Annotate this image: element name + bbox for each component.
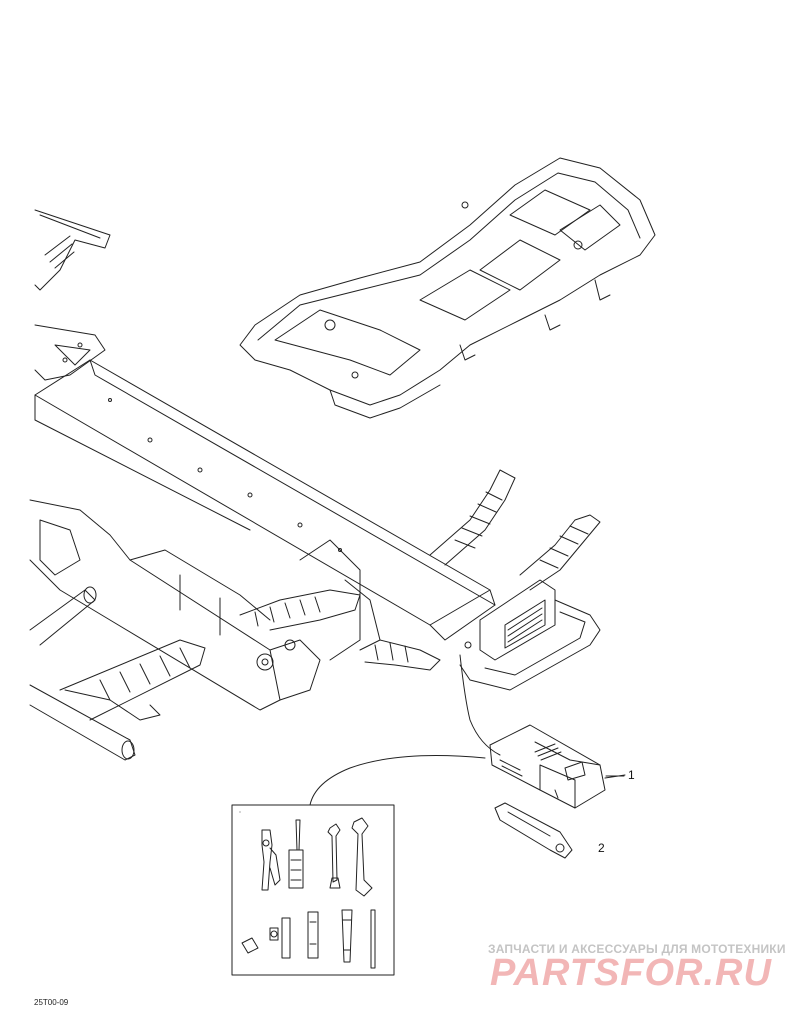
callout-item-1: 1 [628, 768, 635, 782]
diagram-reference-id: 25T00-09 [34, 998, 69, 1007]
watermark-logo: PARTSFOR.RU [490, 952, 772, 994]
spark-plug-wrench [494, 802, 573, 859]
toolkit-leader-line [459, 654, 501, 756]
rear-rack [239, 157, 656, 419]
toolkit-contents-frame [231, 804, 395, 976]
toolkit-bag [489, 724, 626, 809]
callout-item-2: 2 [598, 841, 605, 855]
toolbox-leader-line [309, 755, 486, 806]
left-lower-arm [29, 586, 206, 761]
left-clamp [34, 324, 106, 381]
upper-left-bracket [34, 209, 111, 291]
watermark-tagline: ЗАПЧАСТИ И АКСЕССУАРЫ ДЛЯ МОТОТЕХНИКИ [488, 942, 786, 956]
frame-lower-structure [29, 499, 381, 711]
frame-main-beam [34, 359, 496, 641]
rear-hitch [459, 579, 601, 691]
rear-shock-springs [239, 469, 601, 671]
